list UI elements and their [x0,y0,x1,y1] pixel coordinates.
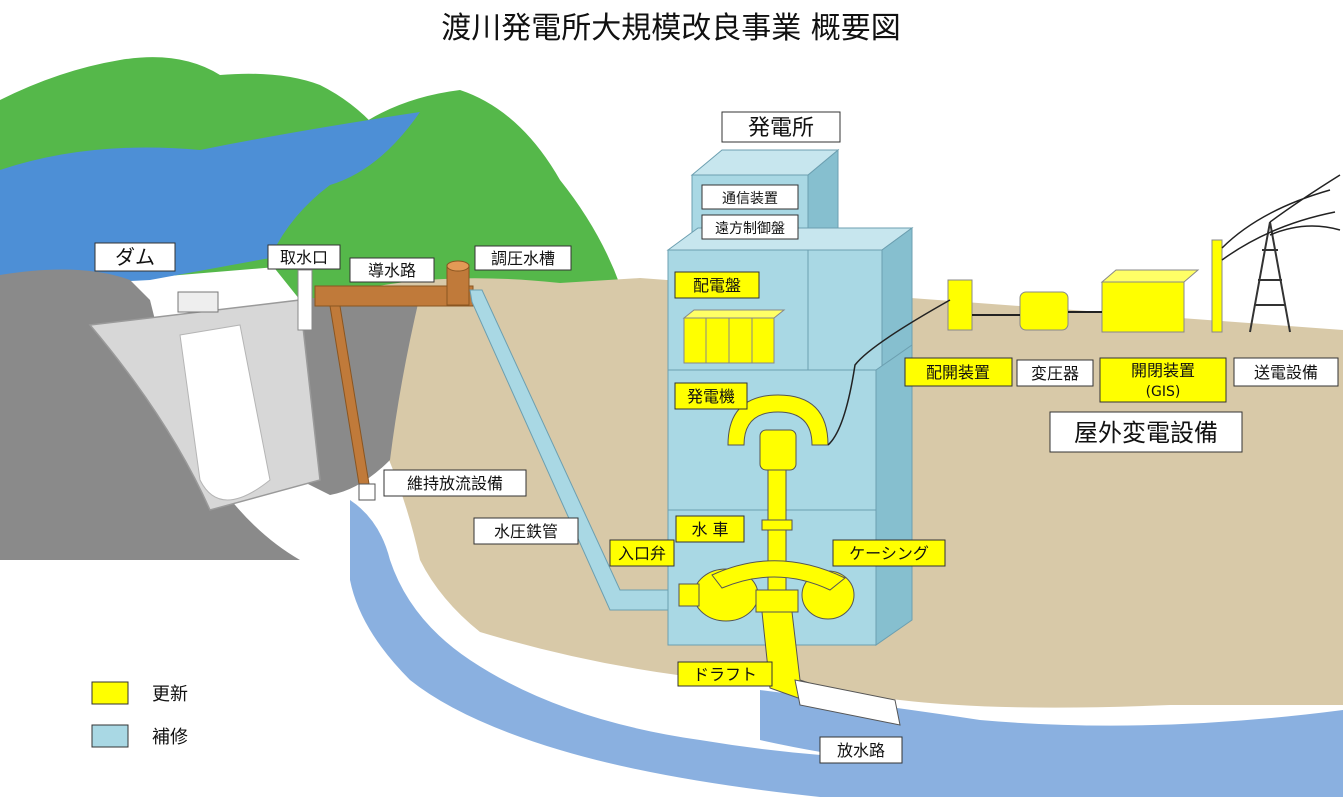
surge-tank-label: 調圧水槽 [491,249,555,268]
draft-label: ドラフト [693,665,757,684]
distribution-switchgear-label: 配開装置 [926,363,990,382]
reservoir-water [0,112,420,283]
generator-cable [827,299,951,446]
lightning-pole [1211,239,1223,333]
water-turbine-label: 水 車 [691,520,728,539]
inlet-valve-label: 入口弁 [618,544,666,563]
distribution-switchgear-unit [947,279,973,331]
transmission-label-box [1233,357,1339,387]
legend-swatch-repair [91,724,129,748]
gis-unit-top [1100,269,1200,283]
transmission-label: 送電設備 [1254,363,1318,382]
powerhouse-mid-right-block [807,249,883,371]
maintenance-discharge-unit [358,483,376,501]
intake-label: 取水口 [280,248,328,267]
legend-label-repair: 補修 [152,727,188,748]
dam-label: ダム [115,245,155,269]
penstock-label: 水圧鉄管 [494,522,558,541]
transmission-tower [1249,221,1291,333]
remote-panel-label-box [701,214,799,240]
powerhouse-label-box [721,111,841,143]
intake-label-box [267,244,341,270]
left-rock-slope [0,269,300,560]
legend-label-update: 更新 [152,684,188,705]
diagram-title: 渡川発電所大規模改良事業 概要図 [441,11,901,46]
dam-label-box [94,242,176,272]
legend: 更新 補修 [91,681,188,748]
comm-equipment-label: 通信装置 [722,191,778,207]
draft-label-box [677,661,773,687]
transformer-label: 変圧器 [1031,364,1079,383]
surge-tank-top [446,260,470,272]
outdoor-substation-label: 屋外変電設備 [1074,419,1218,447]
right-rock-slope [300,293,420,495]
transmission-lines [1221,174,1341,261]
penstock-label-box [473,517,579,545]
surge-tank-label-box [474,245,572,271]
transformer-unit [1019,291,1069,331]
tailrace-label-box [819,736,903,764]
outdoor-substation-label-box [1049,411,1243,453]
switchgear-label-line2: (GIS) [1146,384,1181,400]
inlet-valve-label-box [609,539,675,567]
generator-label: 発電機 [687,387,735,406]
shaft-coupling [761,519,793,531]
casing-label: ケーシング [849,544,929,563]
switchboard-label-box [674,271,760,299]
switchgear-label-line1: 開閉装置 [1131,361,1195,380]
switchgear-label-box [1099,357,1227,403]
powerhouse-label: 発電所 [748,116,814,141]
maintenance-discharge-label: 維持放流設備 [407,474,503,493]
powerhouse-lower-side [875,344,913,646]
transformer-label-box [1016,359,1094,387]
inlet-valve-body [678,583,700,607]
maintenance-discharge-label-box [383,469,527,497]
switchboard-cabinet-top [682,309,786,319]
remote-panel-label: 遠方制御盤 [715,221,785,237]
casing-top-arc [711,560,846,591]
intake-tower [297,269,313,331]
tailrace-label: 放水路 [837,741,885,760]
turbine-runner [755,589,799,613]
gis-unit [1101,281,1185,333]
dam-gate [177,291,219,313]
generator-label-box [674,382,748,410]
legend-swatch-update [91,681,129,705]
headrace-label-box [349,257,435,283]
casing-label-box [832,539,946,567]
distribution-switchgear-label-box [904,357,1013,387]
dam-spillway-water [179,324,271,501]
water-turbine-label-box [675,515,745,543]
generator-rotor [759,429,797,471]
headrace-label: 導水路 [368,261,416,280]
comm-equipment-label-box [701,184,799,210]
tailrace-outlet [794,679,901,726]
switchboard-label: 配電盤 [693,276,741,295]
discharge-river [350,500,1343,797]
tailrace-river [760,690,1343,775]
